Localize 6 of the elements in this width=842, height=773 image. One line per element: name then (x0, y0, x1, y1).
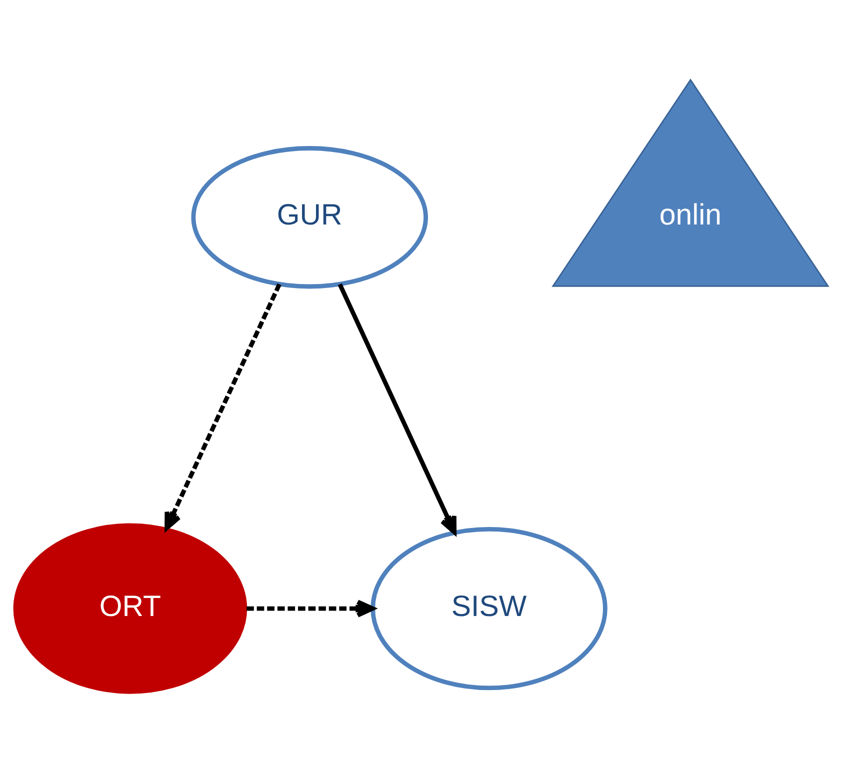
arrow (164, 283, 282, 530)
node-ellipse: ORT (13, 523, 248, 694)
node-ellipse: GUR (191, 146, 428, 289)
node-ellipse: SISW (370, 526, 608, 690)
arrow (338, 283, 457, 534)
arrow (246, 600, 375, 618)
